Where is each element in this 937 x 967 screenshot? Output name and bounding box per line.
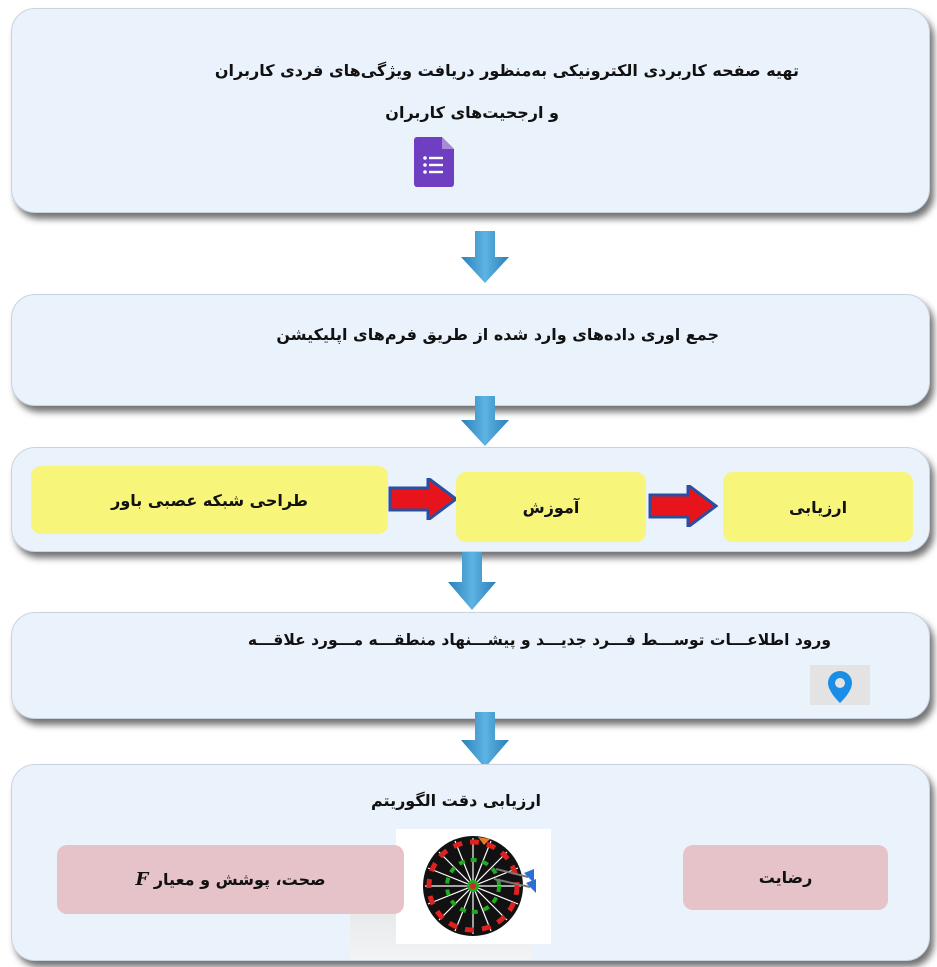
training-box: آموزش bbox=[456, 472, 646, 542]
red-arrow-2 bbox=[648, 482, 719, 531]
step-4-text: ورود اطلاعـــات توســـط فـــرد جدیـــد و… bbox=[247, 631, 831, 649]
step-3-box: طراحی شبکه عصبی باور آموزش ارزیابی bbox=[11, 447, 930, 552]
design-dbn-box: طراحی شبکه عصبی باور bbox=[31, 466, 388, 534]
f-measure-symbol: F bbox=[135, 869, 149, 890]
step-5-title: ارزیابی دقت الگوریتم bbox=[370, 791, 541, 810]
accuracy-box: صحت، پوشش و معیار F bbox=[57, 845, 404, 914]
satisfaction-label: رضایت bbox=[758, 868, 813, 887]
red-arrow-1 bbox=[388, 475, 459, 524]
accuracy-text: صحت، پوشش و معیار bbox=[153, 870, 326, 889]
step-2-box: جمع اوری داده‌های وارد شده از طریق فرم‌ه… bbox=[11, 294, 930, 406]
step-5-box: ارزیابی دقت الگوریتم صحت، پوشش و معیار bbox=[11, 764, 930, 961]
location-pin-icon bbox=[810, 665, 870, 705]
evaluation-box: ارزیابی bbox=[723, 472, 913, 542]
step-1-line-1: تهیه صفحه کاربردی الکترونیکی به‌منظور در… bbox=[214, 61, 799, 80]
down-arrow-4 bbox=[461, 712, 509, 772]
down-arrow-2 bbox=[461, 396, 509, 450]
down-arrow-3 bbox=[448, 552, 496, 614]
step-1-line-2: و ارجحیت‌های کاربران bbox=[385, 103, 559, 122]
design-dbn-label: طراحی شبکه عصبی باور bbox=[111, 490, 308, 510]
step-2-text: جمع اوری داده‌های وارد شده از طریق فرم‌ه… bbox=[276, 325, 719, 344]
accuracy-label: صحت، پوشش و معیار F bbox=[135, 869, 325, 890]
google-forms-icon bbox=[414, 137, 454, 187]
satisfaction-box: رضایت bbox=[683, 845, 888, 910]
dartboard-icon bbox=[396, 829, 551, 944]
evaluation-label: ارزیابی bbox=[788, 497, 848, 517]
step-1-box: تهیه صفحه کاربردی الکترونیکی به‌منظور در… bbox=[11, 8, 930, 213]
down-arrow-1 bbox=[461, 231, 509, 287]
training-label: آموزش bbox=[522, 497, 580, 517]
step-4-box: ورود اطلاعـــات توســـط فـــرد جدیـــد و… bbox=[11, 612, 930, 719]
